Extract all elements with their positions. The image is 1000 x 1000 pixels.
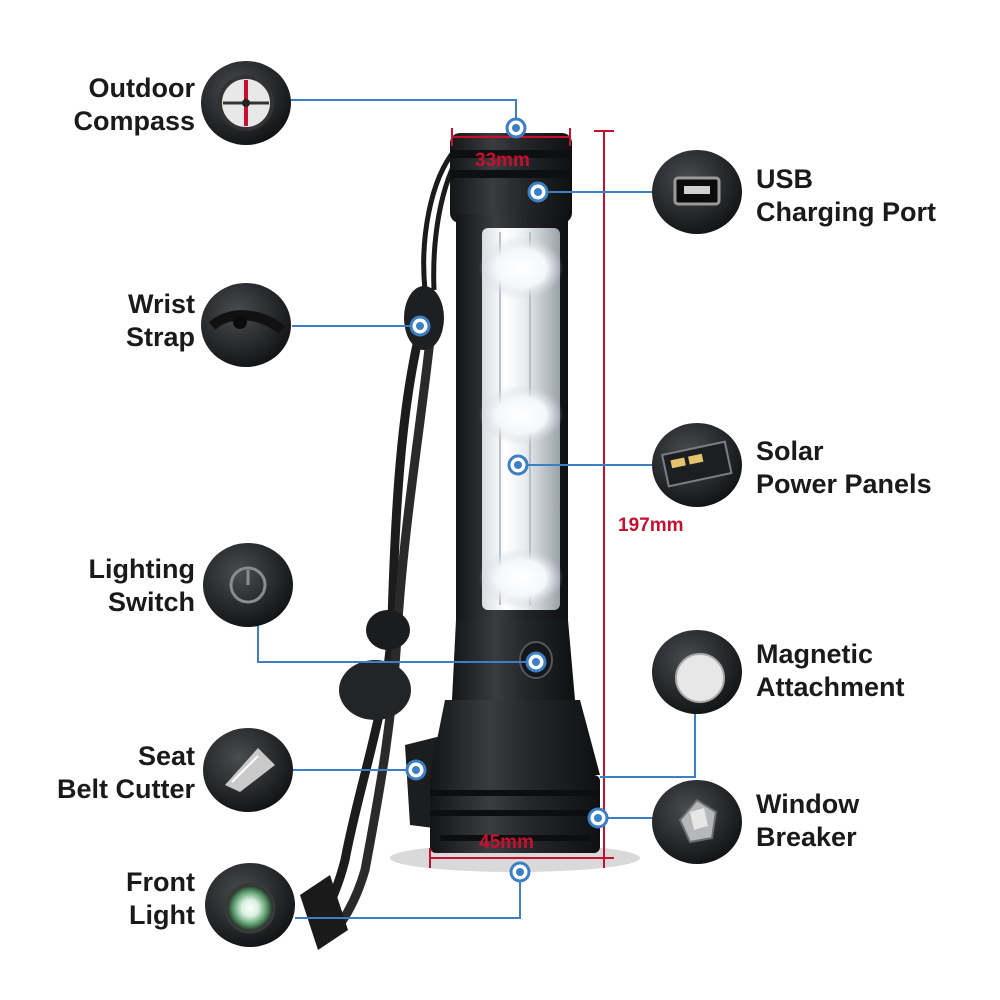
- dimension-length: 197mm: [618, 515, 684, 536]
- label-seat-belt-cutter: Seat Belt Cutter: [57, 740, 195, 806]
- label-line: Magnetic: [756, 639, 874, 669]
- label-line: Light: [129, 900, 195, 930]
- pointer-dots: [405, 117, 609, 883]
- label-line: Compass: [73, 106, 195, 136]
- label-line: Solar: [756, 436, 824, 466]
- label-line: Wrist: [127, 289, 195, 319]
- label-front-light: Front Light: [126, 866, 195, 932]
- label-line: Window: [756, 789, 860, 819]
- label-solar-power-panels: Solar Power Panels: [756, 435, 932, 501]
- label-line: Belt Cutter: [56, 774, 195, 804]
- dimension-lines: [429, 128, 614, 868]
- dimension-bottom-width: 45mm: [479, 832, 534, 853]
- wrist-strap: [300, 148, 465, 950]
- label-line: Charging Port: [756, 197, 936, 227]
- magnet-icon: [652, 630, 742, 714]
- wrist-strap-icon: [201, 283, 291, 367]
- label-line: Breaker: [756, 822, 857, 852]
- front-light-icon: [205, 863, 295, 947]
- usb-port-icon: [652, 150, 742, 234]
- label-window-breaker: Window Breaker: [756, 788, 859, 854]
- label-lighting-switch: Lighting Switch: [89, 553, 195, 619]
- label-line: USB: [756, 164, 814, 194]
- label-magnetic-attachment: Magnetic Attachment: [756, 638, 905, 704]
- power-switch-icon: [203, 543, 293, 627]
- flashlight-body: [430, 133, 600, 853]
- label-outdoor-compass: Outdoor Compass: [73, 72, 195, 138]
- label-line: Strap: [125, 322, 195, 352]
- label-line: Front: [126, 867, 195, 897]
- leader-lines: [257, 99, 696, 919]
- label-usb-charging-port: USB Charging Port: [756, 163, 936, 229]
- label-line: Switch: [107, 587, 195, 617]
- label-line: Attachment: [756, 672, 905, 702]
- solar-panel-icon: [652, 423, 742, 507]
- window-breaker-icon: [652, 780, 742, 864]
- label-line: Seat: [137, 741, 195, 771]
- label-line: Lighting: [88, 554, 195, 584]
- compass-icon: [201, 61, 291, 145]
- belt-cutter-icon: [203, 728, 293, 812]
- label-line: Outdoor: [88, 73, 195, 103]
- dimension-top-width: 33mm: [475, 150, 530, 171]
- label-line: Power Panels: [756, 469, 932, 499]
- label-wrist-strap: Wrist Strap: [126, 288, 195, 354]
